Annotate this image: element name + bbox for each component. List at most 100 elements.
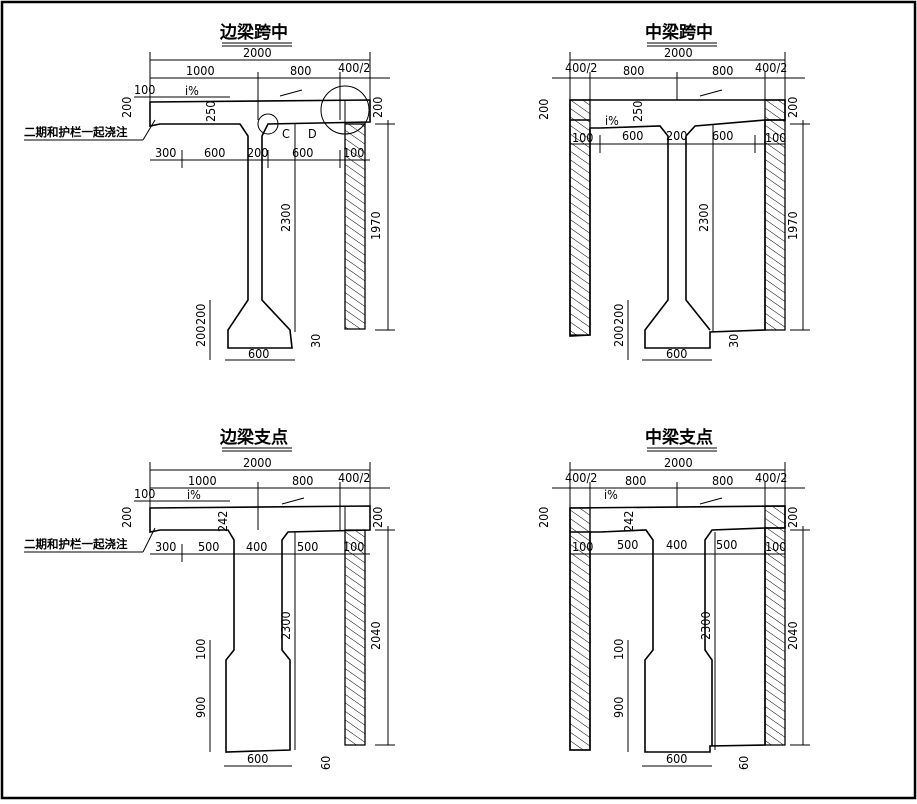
right-top-pour-zone [764, 99, 786, 121]
dim-bulb-h2: 200 [193, 326, 208, 347]
dim-flange-right: 600 [292, 145, 313, 160]
dim-right-part: 800 [712, 63, 733, 78]
dim-right-height: 2040 [368, 621, 383, 650]
dim-base-h: 900 [611, 697, 626, 718]
dim-bulb-w: 600 [666, 751, 687, 766]
dim-bulb-w: 600 [247, 751, 268, 766]
dim-height: 2300 [278, 611, 293, 640]
section-title: 边梁跨中 [219, 22, 288, 43]
guard-pour-zone [344, 529, 366, 746]
detail-circle-d [320, 85, 370, 135]
dim-right-thk: 200 [785, 507, 800, 528]
dim-left-part: 800 [625, 473, 646, 488]
dim-step: 60 [736, 756, 751, 770]
dim-haunch: 242 [621, 511, 636, 532]
dim-total: 2000 [243, 45, 272, 60]
dim-right-tail: 100 [343, 145, 364, 160]
dim-right-part: 800 [290, 63, 311, 78]
dim-left-end: 400/2 [565, 470, 597, 485]
slope-label: i% [605, 113, 619, 128]
beam-section-outline [149, 505, 371, 753]
dim-web: 200 [247, 145, 268, 160]
dim-left-end: 400/2 [565, 60, 597, 75]
left-pour-zone [569, 531, 591, 751]
right-top-pour-zone [764, 505, 786, 529]
section-edge-mid: 边梁跨中 2000 1000 800 400/2 100 i% C D 200 … [24, 22, 395, 361]
dim-left-tail: 100 [572, 539, 593, 554]
section-middle-support: 中梁支点 2000 400/2 800 800 400/2 i% 200 242… [536, 427, 810, 770]
dim-web: 200 [666, 128, 687, 143]
section-middle-mid: 中梁跨中 2000 400/2 800 800 400/2 200 250 20… [536, 22, 810, 361]
dim-haunch: 242 [215, 511, 230, 532]
dim-step: 30 [308, 334, 323, 348]
dim-right-part: 800 [712, 473, 733, 488]
dim-bottom-left: 300 [155, 539, 176, 554]
dim-web: 400 [666, 537, 687, 552]
marker-c: C [282, 126, 290, 141]
beam-right-edge [685, 119, 766, 331]
dim-left-thk: 200 [536, 99, 551, 120]
slope-label: i% [604, 487, 618, 502]
slope-label: i% [185, 83, 199, 98]
dim-right-end: 400/2 [755, 60, 787, 75]
dim-left-part: 1000 [186, 63, 215, 78]
left-top-pour-zone [569, 99, 591, 121]
dim-total: 2000 [243, 455, 272, 470]
dim-right-thk: 200 [370, 507, 385, 528]
dim-total: 2000 [664, 455, 693, 470]
dim-right-tail: 100 [765, 539, 786, 554]
dim-flange-right: 500 [297, 539, 318, 554]
dim-haunch: 250 [630, 101, 645, 122]
dim-flange-left: 600 [622, 128, 643, 143]
dim-right-thk: 200 [370, 97, 385, 118]
dim-right-end: 400/2 [338, 470, 370, 485]
section-edge-support: 边梁支点 2000 1000 800 400/2 100 i% 200 242 … [24, 427, 395, 770]
dim-height: 2300 [278, 203, 293, 232]
left-top-pour-zone [569, 507, 591, 533]
dim-left-part: 800 [623, 63, 644, 78]
dim-right-height: 2040 [785, 621, 800, 650]
dim-right-part: 800 [292, 473, 313, 488]
dim-taper-h: 100 [193, 639, 208, 660]
dim-left-thk: 200 [536, 507, 551, 528]
dim-left-end: 100 [134, 486, 155, 501]
dim-flange-right: 500 [716, 537, 737, 552]
dim-height: 2300 [698, 611, 713, 640]
dim-step: 30 [726, 334, 741, 348]
dim-haunch: 250 [203, 101, 218, 122]
beam-section-outline [149, 99, 371, 349]
dim-web: 400 [246, 539, 267, 554]
dim-left-tail: 100 [572, 130, 593, 145]
dim-height: 2300 [696, 203, 711, 232]
section-title: 边梁支点 [219, 427, 288, 448]
dim-step: 60 [318, 756, 333, 770]
dim-right-end: 400/2 [338, 60, 370, 75]
dim-right-height: 1970 [785, 211, 800, 240]
dim-bulb-h1: 200 [193, 304, 208, 325]
marker-d: D [308, 126, 317, 141]
left-pour-zone [569, 119, 591, 336]
dim-flange-left: 500 [617, 537, 638, 552]
dim-total: 2000 [664, 45, 693, 60]
dim-right-thk: 200 [785, 97, 800, 118]
dim-deck-thk: 200 [119, 507, 134, 528]
dim-deck-thk: 200 [119, 97, 134, 118]
dim-bulb-h1: 200 [611, 304, 626, 325]
dim-right-tail: 100 [343, 539, 364, 554]
dim-taper-h: 100 [611, 639, 626, 660]
dim-flange-left: 500 [198, 539, 219, 554]
dim-right-height: 1970 [368, 211, 383, 240]
dim-bulb-w: 600 [248, 346, 269, 361]
dim-right-end: 400/2 [755, 470, 787, 485]
section-title: 中梁跨中 [645, 22, 713, 43]
dim-right-tail: 100 [765, 130, 786, 145]
section-title: 中梁支点 [645, 427, 713, 448]
guard-pour-zone [344, 123, 366, 330]
dim-flange-left: 600 [204, 145, 225, 160]
dim-flange-right: 600 [712, 128, 733, 143]
slope-label: i% [187, 487, 201, 502]
dim-left-part: 1000 [188, 473, 217, 488]
